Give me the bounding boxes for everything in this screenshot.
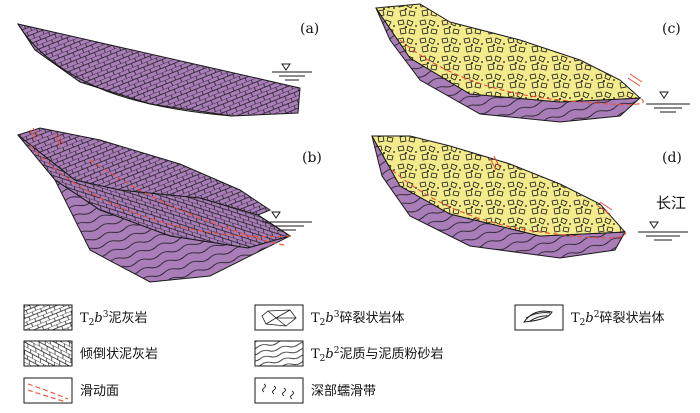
brick-pattern-icon (23, 304, 73, 331)
inclined-brick-pattern-icon (23, 340, 73, 367)
legend-item-deep-creep: 深部蠕滑带 (254, 377, 376, 404)
panel-c-label: (c) (662, 21, 681, 37)
legend-label-slip-surface: 滑动面 (80, 384, 119, 399)
panel-a-slope-line (17, 23, 233, 117)
panel-a-water-symbol (272, 63, 312, 81)
panel-b-slip-surface-1 (29, 144, 291, 238)
panel-a-rock-body (16, 23, 301, 117)
panel-c-slip-arrows (627, 73, 643, 87)
legend-item-t2b3-marl: T2b3泥灰岩 (23, 304, 147, 331)
panel-b-slip-arrows (29, 127, 65, 147)
legend-item-t2b3-cataclastic: T2b3碎裂状岩体 (254, 304, 404, 331)
legend: T2b3泥灰岩 倾倒状泥灰岩 滑动面 T2b3碎裂状岩体 (23, 304, 664, 404)
panel-c-cataclastic-body (375, 3, 642, 103)
panel-d: 长江 (d) (371, 135, 688, 259)
legend-label-toppled-marl: 倾倒状泥灰岩 (80, 347, 158, 362)
panel-b-slip-surface-2 (89, 159, 286, 246)
panel-d-slip-arrows (489, 155, 613, 215)
panel-d-label: (d) (662, 150, 682, 166)
panel-c: (c) (375, 3, 690, 123)
legend-item-toppled-marl: 倾倒状泥灰岩 (23, 340, 158, 367)
legend-label-t2b3-cataclastic: T2b3碎裂状岩体 (311, 310, 404, 328)
panel-c-slip-surface (399, 39, 644, 106)
panel-b: (b) (16, 127, 322, 283)
panel-a-label: (a) (300, 21, 319, 37)
slip-line-icon (27, 383, 69, 403)
legend-item-t2b2-mudstone: T2b2泥质与泥质粉砂岩 (254, 340, 443, 367)
creep-zone-icon (262, 383, 294, 400)
panel-d-water-symbol (638, 221, 688, 241)
legend-item-slip-surface: 滑动面 (23, 377, 119, 404)
panel-d-cataclastic-body (371, 135, 627, 237)
legend-label-deep-creep: 深部蠕滑带 (311, 384, 376, 399)
panel-b-water-symbol (262, 211, 312, 231)
legend-label-t2b2-mudstone: T2b2泥质与泥质粉砂岩 (311, 346, 443, 364)
legend-label-t2b2-cataclastic: T2b2碎裂状岩体 (571, 310, 664, 328)
panel-b-label: (b) (302, 150, 322, 166)
legend-item-t2b2-cataclastic: T2b2碎裂状岩体 (514, 304, 664, 331)
river-label: 长江 (656, 194, 686, 212)
legend-label-t2b3-marl: T2b3泥灰岩 (80, 310, 147, 328)
cataclastic-pattern-icon (261, 309, 297, 327)
wavy-layers-icon (254, 340, 304, 367)
panel-c-water-symbol (646, 91, 690, 113)
panel-a: (a) (16, 21, 319, 117)
curved-layers-icon (523, 310, 553, 323)
panel-d-slip-surface (391, 169, 626, 239)
panel-b-upper-marl (16, 127, 272, 216)
